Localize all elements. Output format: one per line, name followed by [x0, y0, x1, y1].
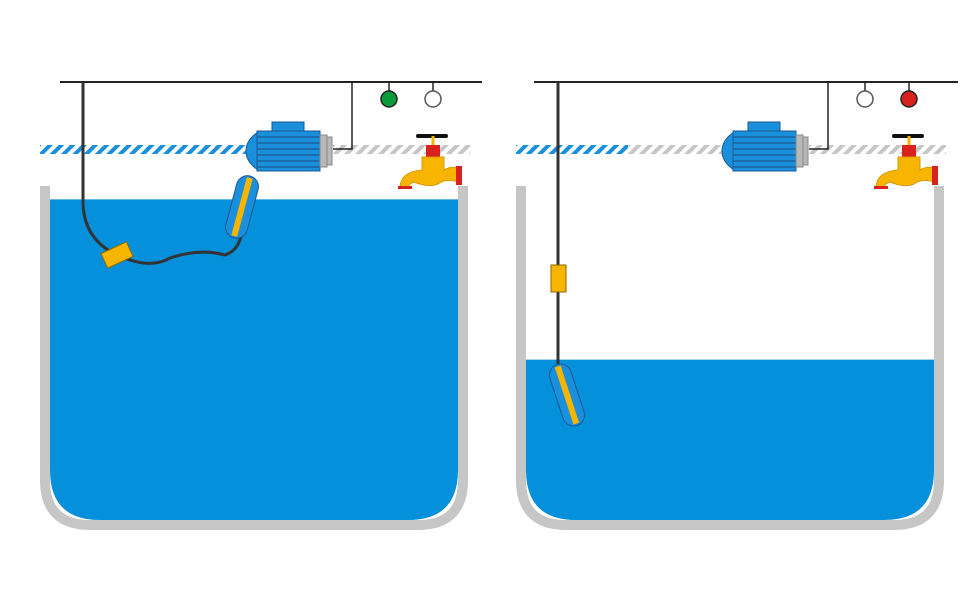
float-switch-icon — [549, 363, 585, 427]
pipe-empty — [628, 145, 724, 154]
pipe-empty — [333, 145, 470, 154]
motor-wire — [809, 82, 829, 150]
motor-wire — [333, 82, 353, 150]
panel-low-tank — [516, 81, 958, 525]
pump-motor-icon — [721, 121, 809, 172]
indicator-lamp-red — [900, 90, 918, 108]
counterweight — [550, 264, 567, 293]
float-switch-icon — [225, 175, 259, 239]
faucet-icon — [872, 134, 940, 191]
pump-motor-icon — [245, 121, 333, 172]
indicator-lamp-off — [856, 90, 874, 108]
faucet-icon — [396, 134, 464, 191]
float-cable — [81, 82, 244, 265]
pipe-empty-outlet — [809, 145, 946, 154]
pipe-filled — [40, 145, 248, 154]
indicator-lamp-green — [380, 90, 398, 108]
pipe-partial — [516, 145, 628, 154]
panel-full-tank — [40, 81, 482, 525]
indicator-lamp-off — [424, 90, 442, 108]
water — [526, 359, 934, 520]
counterweight — [100, 241, 134, 269]
water — [50, 199, 458, 521]
